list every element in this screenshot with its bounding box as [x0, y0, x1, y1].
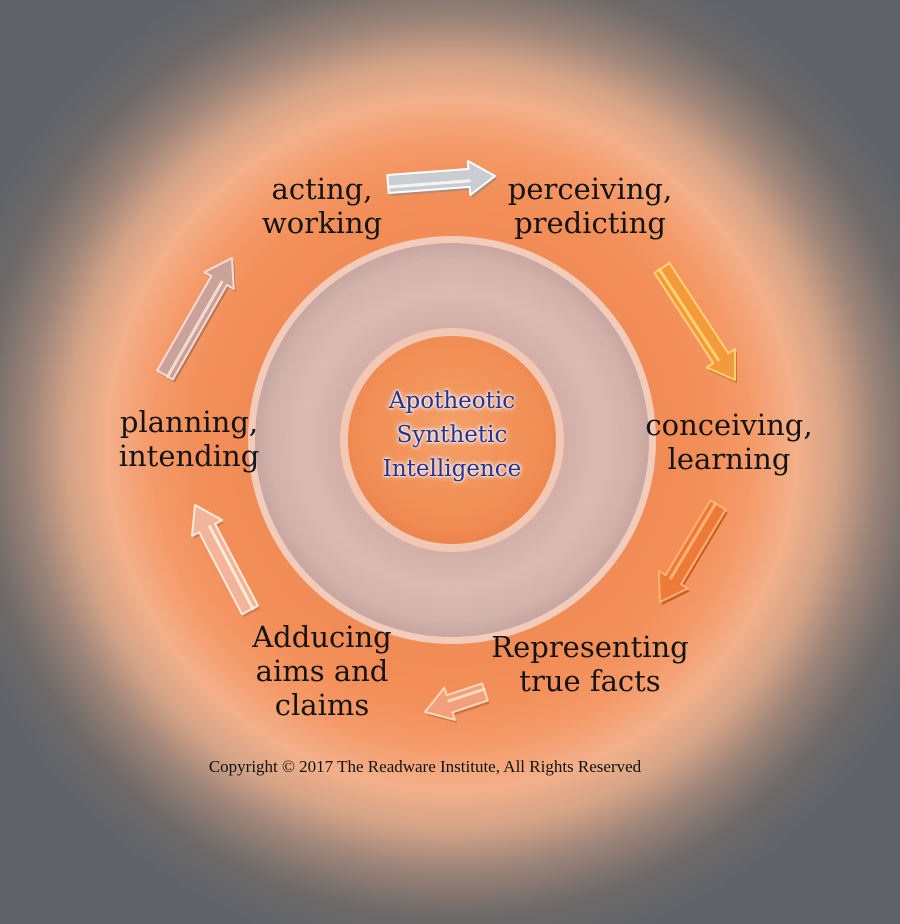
- stage-label-line: perceiving,: [507, 172, 673, 206]
- center-hole: [348, 336, 556, 544]
- arrow-highlight: [166, 280, 224, 378]
- arrow-body: [156, 257, 235, 381]
- center-title-line: Intelligence: [382, 456, 522, 482]
- stage-label-line: conceiving,: [645, 408, 813, 442]
- arrow-highlight: [208, 525, 255, 611]
- stage-label-line: intending: [118, 439, 260, 473]
- copyright-notice: Copyright © 2017 The Readware Institute,…: [208, 757, 642, 776]
- stage-label-line: acting,: [271, 172, 373, 206]
- stage-label-line: planning,: [119, 405, 259, 439]
- arrow-highlight: [447, 687, 486, 703]
- arrow-representing-to-adducing-icon: [424, 682, 490, 723]
- stage-representing-true-facts: Representing true facts: [491, 630, 688, 698]
- center-title-line: Apotheotic: [388, 388, 516, 414]
- arrow-planning-to-acting-icon: [156, 257, 236, 383]
- stage-label-line: Adducing: [252, 620, 392, 654]
- stage-perceiving-predicting: perceiving, predicting: [508, 172, 672, 240]
- arrow-highlight: [669, 502, 717, 580]
- stage-planning-intending: planning, intending: [119, 405, 260, 473]
- stage-label-line: aims and: [255, 654, 389, 688]
- arrow-body: [657, 499, 727, 603]
- arrow-highlight: [658, 268, 720, 362]
- arrow-acting-to-perceiving-icon: [386, 160, 497, 198]
- center-title-line: Synthetic: [396, 422, 508, 448]
- stage-label-line: learning: [667, 442, 791, 476]
- stage-acting-working: acting, working: [262, 172, 382, 240]
- arrow-adducing-to-planning-icon: [191, 504, 260, 618]
- stage-label-line: true facts: [519, 664, 661, 698]
- stage-adducing-aims-claims: Adducing aims and claims: [252, 620, 392, 722]
- stage-label-line: predicting: [514, 206, 666, 240]
- center-title: Apotheotic Synthetic Intelligence: [383, 384, 521, 486]
- arrow-highlight: [386, 179, 471, 189]
- stage-label-line: working: [261, 206, 383, 240]
- arrow-perceiving-to-conceiving-icon: [653, 262, 737, 383]
- stage-label-line: Representing: [491, 630, 689, 664]
- stage-conceiving-learning: conceiving, learning: [645, 408, 812, 476]
- stage-label-line: claims: [274, 688, 370, 722]
- arrow-conceiving-to-representing-icon: [657, 499, 728, 605]
